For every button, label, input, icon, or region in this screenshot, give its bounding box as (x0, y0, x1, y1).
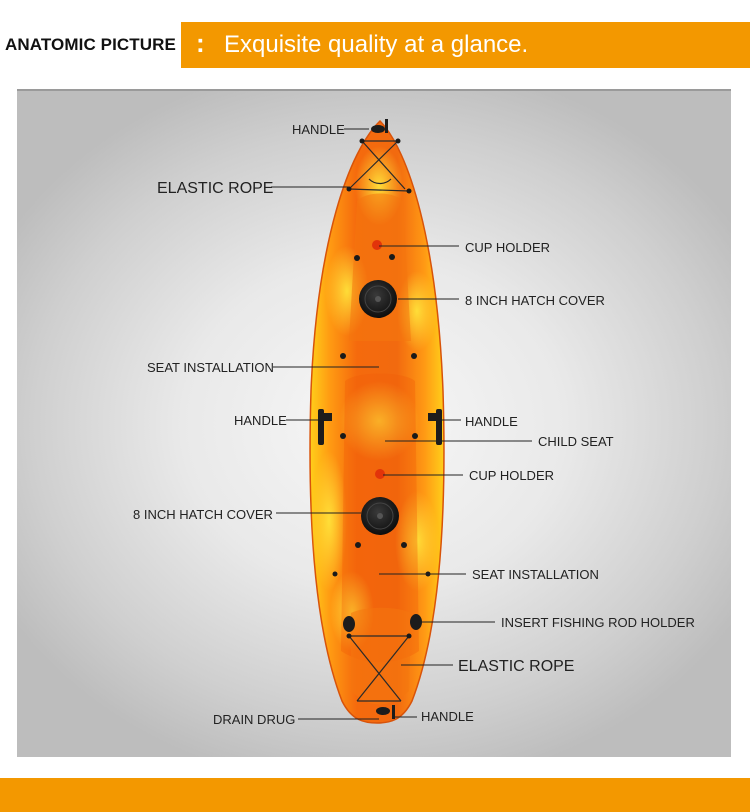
header-title: Exquisite quality at a glance. (224, 31, 529, 58)
bow-elastic-rope (348, 140, 410, 192)
label-fishing-rod-holder: INSERT FISHING ROD HOLDER (501, 615, 695, 630)
stern-elastic-rope (348, 635, 410, 702)
right-handle (428, 409, 442, 445)
bow-handle (371, 119, 388, 133)
stern-handle (376, 705, 395, 719)
kayak-photo: HANDLE ELASTIC ROPE CUP HOLDER 8 INCH HA… (17, 89, 731, 757)
header-separator: : (196, 28, 205, 58)
left-handle (318, 409, 332, 445)
label-drain-drug: DRAIN DRUG (213, 712, 295, 727)
label-hatch-cover-bottom: 8 INCH HATCH COVER (133, 507, 273, 522)
label-elastic-rope-top: ELASTIC ROPE (157, 180, 273, 197)
label-elastic-rope-bottom: ELASTIC ROPE (458, 658, 574, 675)
kayak-diagram: HANDLE ELASTIC ROPE CUP HOLDER 8 INCH HA… (133, 119, 695, 727)
header-tab-label: ANATOMIC PICTURE (5, 35, 176, 54)
label-handle-right: HANDLE (465, 414, 518, 429)
fishing-rod-holders (343, 614, 422, 632)
label-child-seat: CHILD SEAT (538, 434, 614, 449)
label-seat-installation-top: SEAT INSTALLATION (147, 360, 274, 375)
label-cup-holder-mid: CUP HOLDER (469, 468, 554, 483)
label-seat-installation-bottom: SEAT INSTALLATION (472, 567, 599, 582)
hatch-cover-bottom (361, 497, 399, 535)
label-hatch-cover-top: 8 INCH HATCH COVER (465, 293, 605, 308)
label-handle-bottom: HANDLE (421, 709, 474, 724)
leader-lines (271, 128, 532, 720)
cup-holder-top (372, 240, 382, 250)
cup-holder-mid (375, 469, 385, 479)
header-tab: ANATOMIC PICTURE (0, 22, 181, 68)
hatch-cover-top (359, 280, 397, 318)
label-handle-left: HANDLE (234, 413, 287, 428)
deck-fittings (332, 138, 431, 639)
label-handle-top: HANDLE (292, 122, 345, 137)
label-cup-holder-top: CUP HOLDER (465, 240, 550, 255)
footer-bar (0, 778, 750, 812)
